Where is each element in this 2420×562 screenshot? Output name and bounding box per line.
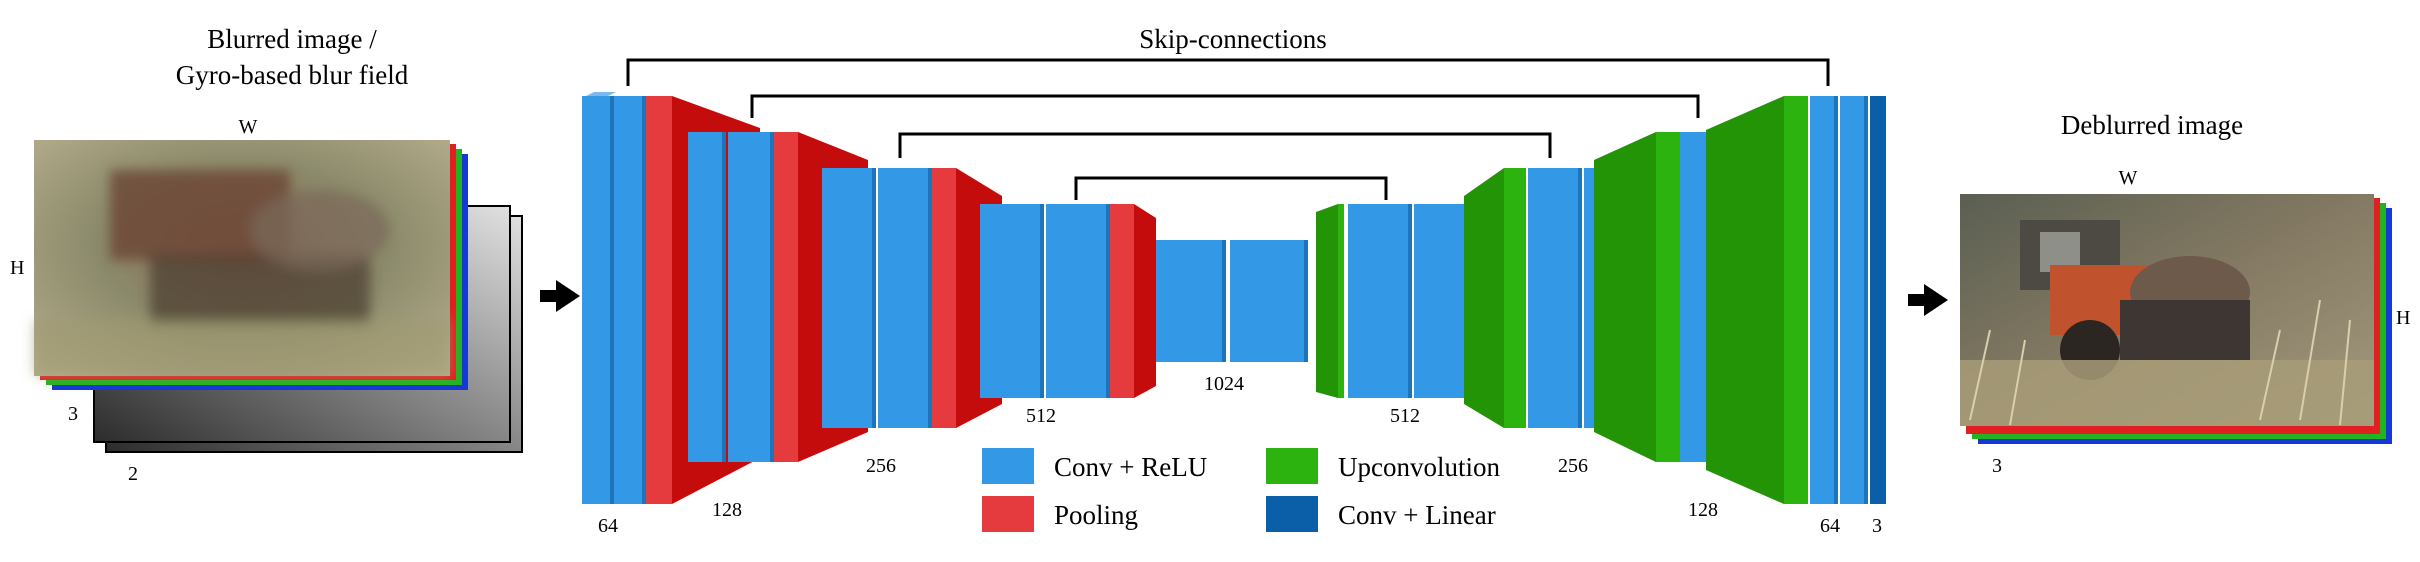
legend-item-upconvolution: Upconvolution [1266,448,1500,484]
encoder-level-256 [822,168,1002,428]
decoder-level-512 [1316,204,1478,398]
skip-connection-128 [750,94,1700,118]
channel-label-64-right: 64 [1820,515,1840,537]
input-field-label: 2 [128,463,138,485]
skip-connections-title: Skip-connections [1139,24,1326,54]
legend-swatch-pooling [982,496,1034,532]
input-title-line1: Blurred image / [207,24,377,54]
input-image-stack: Blurred image / Gyro-based blur field W [10,24,523,485]
legend: Conv + ReLU Pooling Upconvolution Conv +… [982,448,1500,532]
legend-label-upconvolution: Upconvolution [1338,452,1500,482]
channel-labels: 64 128 256 512 1024 512 256 128 64 3 [598,373,1882,537]
skip-connections: Skip-connections [626,24,1830,200]
legend-label-pooling: Pooling [1054,500,1138,530]
input-arrow [540,280,580,312]
legend-swatch-conv-linear [1266,496,1318,532]
output-channels-label: 3 [1992,455,2002,477]
legend-item-pooling: Pooling [982,496,1138,532]
channel-label-3-output: 3 [1872,515,1882,537]
legend-label-conv-linear: Conv + Linear [1338,500,1496,530]
output-rgb-planes [1960,194,2392,444]
channel-label-128-right: 128 [1688,499,1718,521]
skip-connection-512 [1074,176,1388,200]
channel-label-512-right: 512 [1390,405,1420,427]
channel-label-256-right: 256 [1558,455,1588,477]
legend-item-conv-relu: Conv + ReLU [982,448,1207,484]
input-w-label: W [239,116,258,138]
decoder-level-64 [1706,96,1886,504]
channel-label-1024: 1024 [1204,373,1244,395]
blurred-photo [34,140,450,376]
output-title: Deblurred image [2061,110,2243,140]
channel-label-256-left: 256 [866,455,896,477]
input-rgb-planes [34,140,468,390]
skip-connection-64 [626,58,1830,86]
output-w-label: W [2119,167,2138,189]
legend-swatch-upconvolution [1266,448,1318,484]
input-channels-label: 3 [68,403,78,425]
channel-label-512-left: 512 [1026,405,1056,427]
legend-item-conv-linear: Conv + Linear [1266,496,1496,532]
input-h-label: H [10,257,24,279]
bottleneck-1024 [1156,240,1308,362]
legend-swatch-conv-relu [982,448,1034,484]
legend-label-conv-relu: Conv + ReLU [1054,452,1207,482]
deblurred-photo [1960,194,2374,426]
output-image-stack: Deblurred image W H 3 [1960,110,2410,477]
channel-label-128-left: 128 [712,499,742,521]
network-blocks [582,92,1886,504]
output-arrow [1908,284,1948,316]
channel-label-64-left: 64 [598,515,618,537]
encoder-level-512 [980,204,1156,398]
input-title-line2: Gyro-based blur field [176,60,409,90]
skip-connection-256 [898,132,1552,158]
output-h-label: H [2396,307,2410,329]
